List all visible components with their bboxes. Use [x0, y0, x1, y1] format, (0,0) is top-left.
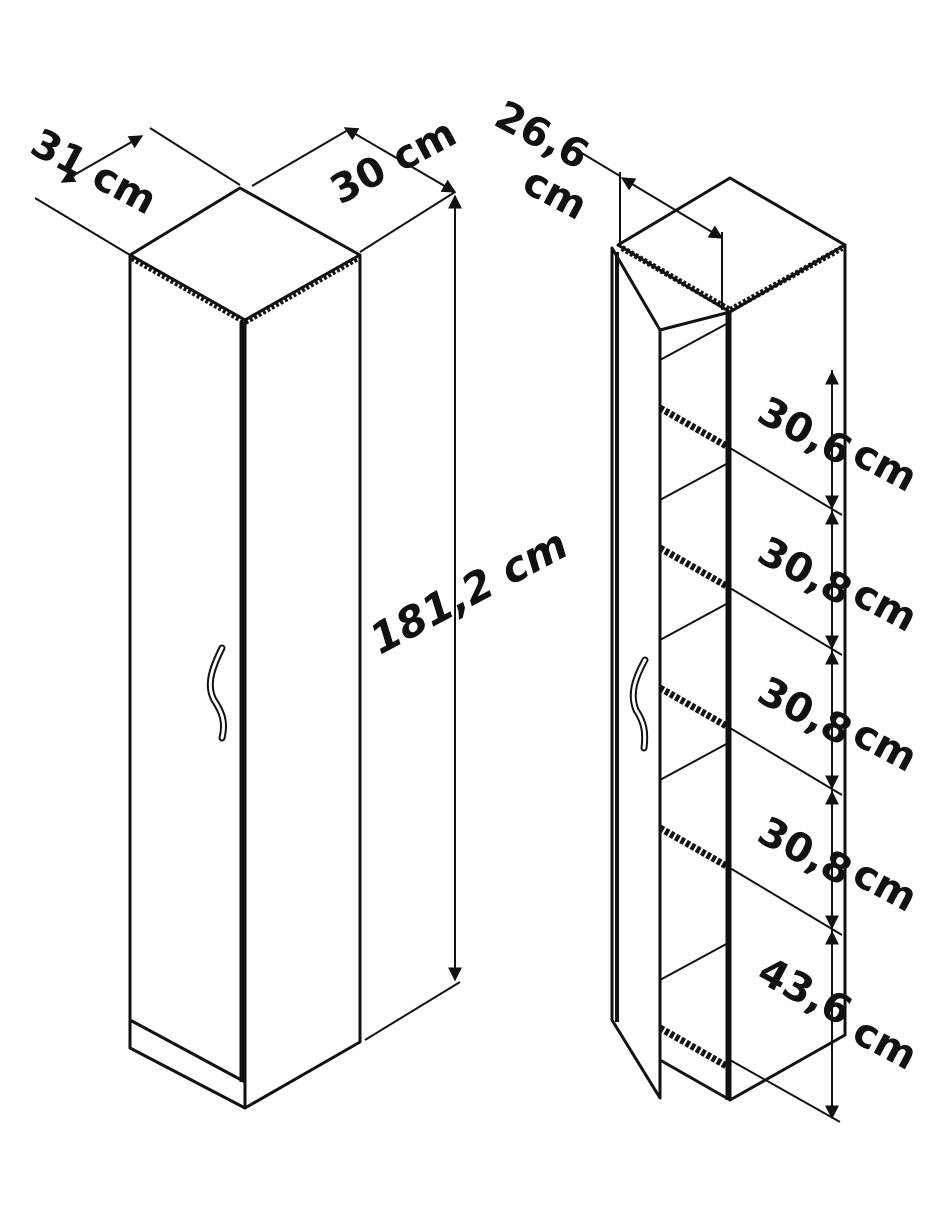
compartment-unit: cm: [845, 570, 924, 641]
closed-cabinet-side: [243, 253, 362, 1110]
shelf: [658, 1024, 732, 1072]
depth-label: 31 cm: [23, 120, 164, 224]
closed-cabinet-edge-front: [130, 255, 360, 326]
open-cabinet-shelves: [658, 321, 843, 1072]
inner-width-label-line2: cm: [515, 158, 594, 229]
width-label: 30 cm: [323, 110, 464, 214]
shelf: [658, 404, 732, 452]
compartment-unit: cm: [845, 710, 924, 781]
closed-cabinet: 31 cm 30 cm 181,2 cm: [23, 110, 576, 1110]
closed-cabinet-door: [128, 253, 247, 1084]
shelf: [658, 684, 732, 732]
width-dimension-line: [343, 127, 457, 193]
height-label: 181,2 cm: [362, 519, 576, 664]
open-cabinet: 26,6 cm 30,6 cm 30,8 cm 30,8 cm 30,8 cm …: [487, 92, 925, 1123]
compartment-unit: cm: [845, 850, 924, 921]
depth-dimension-line: [60, 135, 144, 183]
compartment-unit: cm: [845, 430, 924, 501]
compartment-unit: cm: [845, 1008, 924, 1079]
shelf: [658, 544, 732, 592]
shelf: [658, 824, 732, 872]
inner-width-dimension-line: [620, 177, 724, 239]
open-cabinet-edge-top: [620, 245, 844, 314]
